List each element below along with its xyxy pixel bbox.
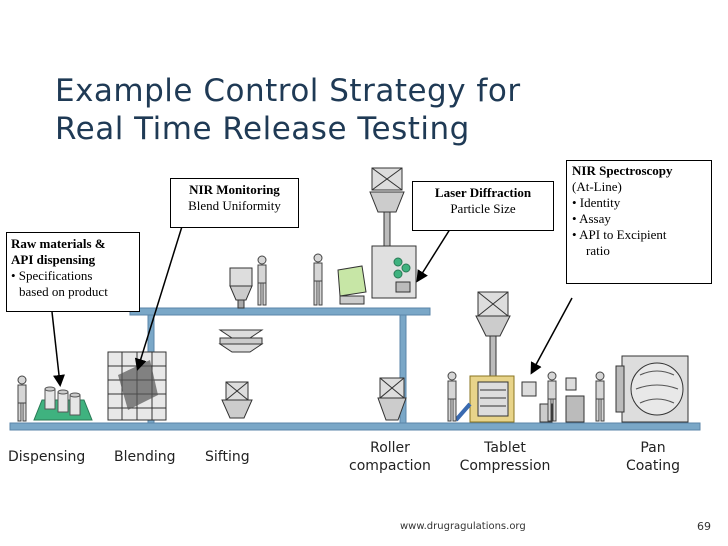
dispensing-drums-icon [33, 386, 93, 421]
callout-heading: NIR Monitoring [189, 182, 280, 197]
stage-label-line: Pan [640, 440, 666, 456]
laser-diffraction-callout: Laser Diffraction Particle Size [412, 181, 554, 231]
nir-spectroscopy-callout: NIR Spectroscopy (At-Line) • Identity • … [566, 160, 712, 284]
callout-line: based on product [19, 284, 108, 299]
operator-figure-icon [595, 371, 605, 422]
stage-label-blending: Blending [114, 449, 176, 465]
upper-platform [129, 307, 431, 316]
floor-platform [9, 422, 701, 431]
callout-line: Blend Uniformity [188, 198, 281, 213]
callout-line: Particle Size [450, 201, 516, 216]
callout-line: • Identity [572, 195, 621, 210]
blender-icon [107, 351, 167, 421]
roller-compactor-icon [377, 377, 407, 421]
callout-line: • Assay [572, 211, 611, 226]
callout-heading: Raw materials & [11, 236, 106, 251]
stage-label-line: compaction [349, 458, 431, 474]
tablet-press-icon [454, 375, 515, 423]
operator-figure-icon [447, 371, 457, 422]
operator-figure-icon [257, 255, 267, 306]
arrow-raw-to-dispensing [51, 311, 65, 387]
operator-figure-icon [17, 375, 27, 422]
pan-coater-icon [615, 355, 689, 423]
callout-line: (At-Line) [572, 179, 622, 194]
stage-label-sifting: Sifting [205, 449, 250, 465]
laser-diffraction-analyzer-icon [371, 245, 417, 299]
arrow-laser-to-analyzer [416, 225, 453, 283]
page-number: 69 [697, 520, 711, 533]
callout-line: ratio [586, 243, 610, 258]
footer-url: www.drugragulations.org [400, 521, 526, 532]
callout-heading: NIR Spectroscopy [572, 163, 673, 178]
stage-label-roller: Roller compaction [342, 439, 438, 475]
raw-materials-callout: Raw materials & API dispensing • Specifi… [6, 232, 140, 312]
arrow-nir-to-blender [134, 219, 185, 371]
tablet-hopper-icon [475, 291, 511, 377]
stage-label-line: Roller [370, 440, 410, 456]
computer-terminal-icon [337, 265, 367, 305]
callout-heading: API dispensing [11, 252, 96, 267]
hopper-icon [369, 167, 405, 247]
callout-heading: Laser Diffraction [434, 185, 532, 200]
stage-label-pan: Pan Coating [620, 439, 686, 475]
stage-label-tablet: Tablet Compression [450, 439, 560, 475]
nir-spectrometer-icon [521, 377, 585, 423]
stage-label-line: Coating [625, 458, 681, 474]
stage-label-line: Compression [459, 458, 551, 474]
stage-label-line: Tablet [484, 440, 526, 456]
stage-label-dispensing: Dispensing [8, 449, 86, 465]
slide-title: Example Control Strategy for Real Time R… [55, 73, 521, 147]
sifter-icon [218, 267, 264, 419]
callout-line: • Specifications [11, 268, 93, 283]
operator-figure-icon [547, 371, 557, 422]
operator-figure-icon [313, 253, 323, 306]
callout-line: • API to Excipient [572, 227, 667, 242]
nir-monitoring-callout: NIR Monitoring Blend Uniformity [170, 178, 299, 228]
arrow-nirspec-to-press [530, 297, 573, 375]
